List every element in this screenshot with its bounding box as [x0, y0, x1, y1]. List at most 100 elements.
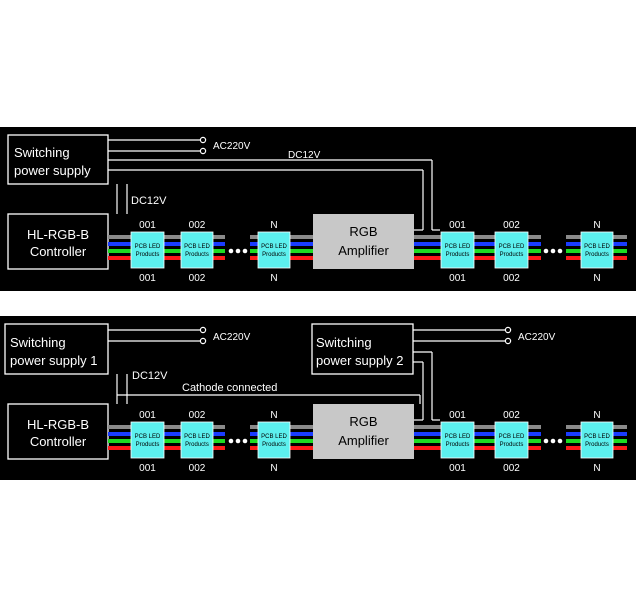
- controller-line2: Controller: [30, 434, 87, 449]
- cathode-label: Cathode connected: [182, 382, 277, 394]
- pcb-led-product: [440, 421, 475, 459]
- led-id: 001: [449, 463, 466, 474]
- led-id: 001: [139, 410, 156, 421]
- ac-terminal-icon: [199, 147, 207, 155]
- led-id: N: [270, 410, 277, 421]
- ac-label-2: AC220V: [518, 332, 556, 343]
- svg-text:Products: Products: [185, 442, 209, 448]
- led-id: 001: [139, 273, 156, 284]
- controller-line1: HL-RGB-B: [27, 227, 89, 242]
- svg-text:Products: Products: [262, 442, 286, 448]
- dc-label-ctrl: DC12V: [131, 195, 167, 207]
- dc-label: DC12V: [132, 370, 168, 382]
- svg-text:Products: Products: [136, 442, 160, 448]
- diagram-1: AC220V DC12V DC12V Switching power suppl…: [0, 127, 636, 291]
- controller-line2: Controller: [30, 244, 87, 259]
- svg-text:Products: Products: [446, 442, 470, 448]
- pcb-led-product: [257, 231, 291, 269]
- svg-text:Products: Products: [585, 442, 609, 448]
- svg-text:PCB LED: PCB LED: [584, 434, 610, 440]
- ac-terminal-icon: [199, 337, 207, 345]
- svg-text:PCB LED: PCB LED: [184, 434, 210, 440]
- led-id: 002: [189, 463, 206, 474]
- led-id: N: [593, 410, 600, 421]
- psu2-line2: power supply 2: [316, 353, 403, 368]
- svg-text:PCB LED: PCB LED: [499, 434, 525, 440]
- led-id: 001: [139, 220, 156, 231]
- psu1-line1: Switching: [10, 335, 66, 350]
- pcb-led-product: [130, 231, 165, 269]
- pcb-led-product: [180, 231, 214, 269]
- led-id: 001: [449, 410, 466, 421]
- pcb-led-product: [180, 421, 214, 459]
- led-id: 002: [503, 220, 520, 231]
- svg-text:Products: Products: [262, 252, 286, 258]
- led-id: N: [270, 220, 277, 231]
- psu2-line1: Switching: [316, 335, 372, 350]
- svg-text:PCB LED: PCB LED: [135, 244, 161, 250]
- ac-terminal-icon: [199, 326, 207, 334]
- ac-terminal-icon: [504, 337, 512, 345]
- ellipsis-dot-icon: [557, 248, 563, 254]
- amp-line2: Amplifier: [338, 433, 389, 448]
- ellipsis-dot-icon: [242, 438, 248, 444]
- switching-power-supply-2: [311, 323, 414, 375]
- led-id: 002: [503, 463, 520, 474]
- psu-label-line1: Switching: [14, 145, 70, 160]
- ellipsis-dot-icon: [550, 438, 556, 444]
- svg-text:Products: Products: [446, 252, 470, 258]
- pcb-led-product: [494, 231, 529, 269]
- ellipsis-dot-icon: [557, 438, 563, 444]
- rgb-amplifier: [313, 214, 414, 269]
- led-id: 002: [189, 410, 206, 421]
- svg-text:Products: Products: [500, 252, 524, 258]
- led-id: 001: [449, 273, 466, 284]
- svg-text:Products: Products: [500, 442, 524, 448]
- svg-text:PCB LED: PCB LED: [261, 244, 287, 250]
- led-id: N: [593, 273, 600, 284]
- controller-box: [7, 403, 109, 460]
- ac-label-1: AC220V: [213, 332, 251, 343]
- ac-terminal-icon: [504, 326, 512, 334]
- svg-text:PCB LED: PCB LED: [445, 434, 471, 440]
- amp-line1: RGB: [349, 224, 377, 239]
- rgb-amplifier: [313, 404, 414, 459]
- led-id: 002: [189, 220, 206, 231]
- ac-label: AC220V: [213, 141, 251, 152]
- svg-text:PCB LED: PCB LED: [499, 244, 525, 250]
- pcb-led-product: [494, 421, 529, 459]
- svg-text:Products: Products: [136, 252, 160, 258]
- ellipsis-dot-icon: [242, 248, 248, 254]
- pcb-led-product: [130, 421, 165, 459]
- svg-text:Products: Products: [185, 252, 209, 258]
- led-id: N: [593, 220, 600, 231]
- led-id: N: [593, 463, 600, 474]
- pcb-led-product: [257, 421, 291, 459]
- controller-box: [7, 213, 109, 270]
- svg-text:PCB LED: PCB LED: [184, 244, 210, 250]
- diagram-2: AC220V AC220V Cathode connected DC12V Sw…: [0, 316, 636, 480]
- ellipsis-dot-icon: [543, 438, 549, 444]
- svg-text:PCB LED: PCB LED: [584, 244, 610, 250]
- ellipsis-dot-icon: [235, 248, 241, 254]
- controller-line1: HL-RGB-B: [27, 417, 89, 432]
- ellipsis-dot-icon: [543, 248, 549, 254]
- psu-label-line2: power supply: [14, 163, 91, 178]
- svg-text:PCB LED: PCB LED: [135, 434, 161, 440]
- ellipsis-dot-icon: [228, 248, 234, 254]
- svg-text:PCB LED: PCB LED: [445, 244, 471, 250]
- switching-power-supply-1: [4, 323, 109, 375]
- amp-line1: RGB: [349, 414, 377, 429]
- pcb-led-product: [580, 421, 614, 459]
- amp-line2: Amplifier: [338, 243, 389, 258]
- led-id: 001: [449, 220, 466, 231]
- led-id: 002: [503, 273, 520, 284]
- led-id: 002: [189, 273, 206, 284]
- svg-text:Products: Products: [585, 252, 609, 258]
- led-id: N: [270, 273, 277, 284]
- pcb-led-product: [440, 231, 475, 269]
- led-id: 002: [503, 410, 520, 421]
- psu1-line2: power supply 1: [10, 353, 97, 368]
- switching-power-supply: [7, 134, 109, 185]
